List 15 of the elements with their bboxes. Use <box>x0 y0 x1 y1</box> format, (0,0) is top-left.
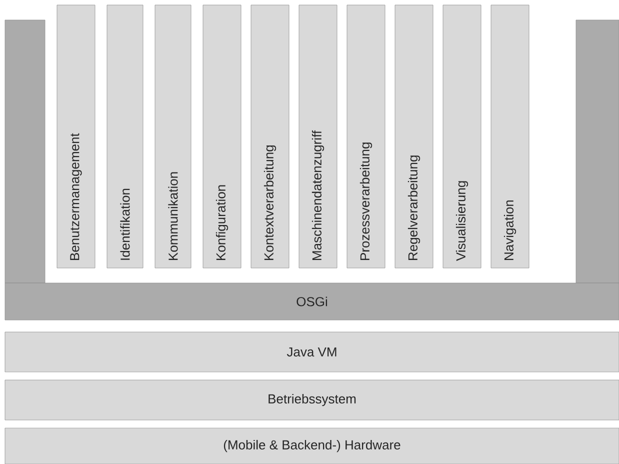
layer-bar: (Mobile & Backend-) Hardware <box>4 428 619 464</box>
side-bar <box>4 20 46 284</box>
module-box: Konfiguration <box>202 4 242 268</box>
layer-bar: Betriebssystem <box>4 380 619 420</box>
module-box: Maschinendatenzugriff <box>298 4 338 268</box>
module-box: Regelverarbeitung <box>394 4 434 268</box>
module-box: Benutzermanagement <box>56 4 96 268</box>
module-box: Identifikation <box>106 4 144 268</box>
side-bar <box>576 20 619 284</box>
module-box: Navigation <box>490 4 530 268</box>
module-box: Prozessverarbeitung <box>346 4 386 268</box>
layer-bar: Java VM <box>4 332 619 372</box>
module-box: Kontextverarbeitung <box>250 4 290 268</box>
module-box: Kommunikation <box>154 4 192 268</box>
module-box: Visualisierung <box>442 4 482 268</box>
